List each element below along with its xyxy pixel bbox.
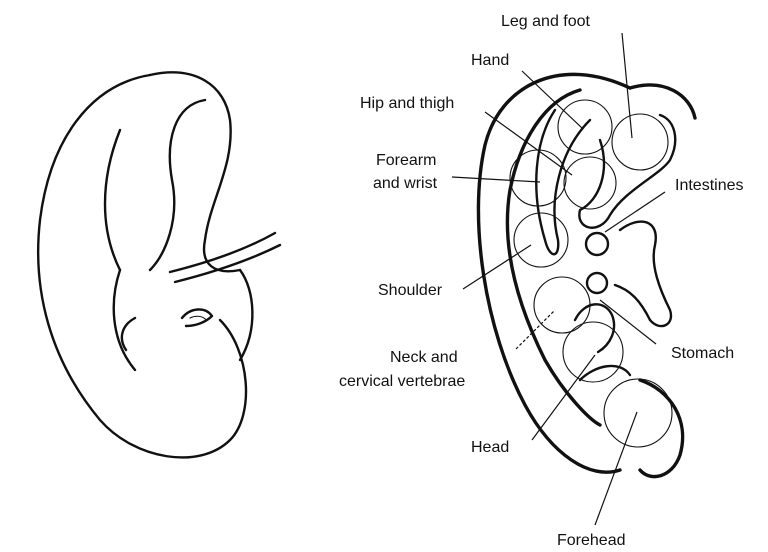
label-hip-and-thigh: Hip and thigh [360, 95, 454, 112]
label-head: Head [471, 439, 509, 456]
label-cervical-vertebrae: cervical vertebrae [339, 373, 465, 390]
fetus-illustration [38, 72, 280, 457]
circle-leg-and-foot [612, 114, 668, 170]
ear-outline [478, 74, 695, 476]
label-forehead: Forehead [557, 532, 626, 549]
label-intestines: Intestines [675, 177, 743, 194]
label-and-wrist: and wrist [373, 175, 438, 192]
label-shoulder: Shoulder [378, 282, 443, 299]
label-hand: Hand [471, 52, 509, 69]
circle-forehead [604, 379, 672, 447]
body-map-circles [510, 100, 672, 447]
circle-head [563, 322, 623, 382]
label-forearm: Forearm [376, 152, 436, 169]
label-leg-and-foot: Leg and foot [501, 13, 591, 30]
label-neck-and: Neck and [390, 349, 458, 366]
label-stomach: Stomach [671, 345, 734, 362]
region-labels: Leg and foot Hand Hip and thigh Forearm … [339, 13, 743, 549]
